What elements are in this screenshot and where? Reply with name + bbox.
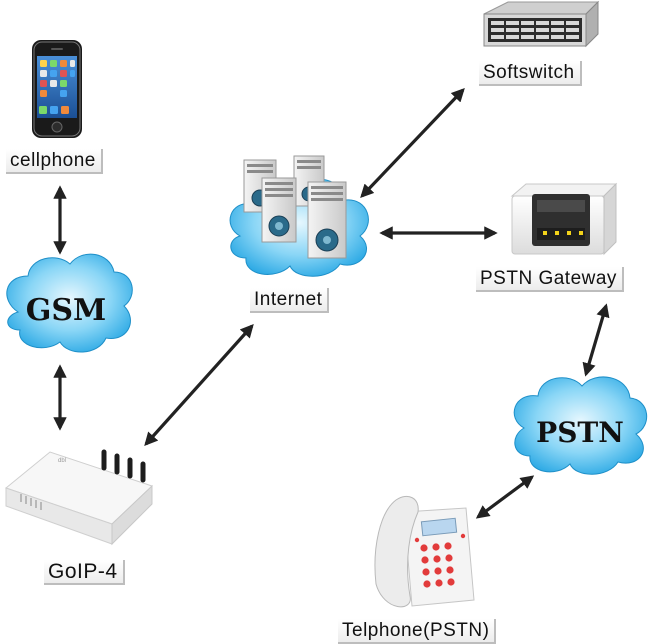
goip-label: GoIP-4 xyxy=(44,560,125,585)
goip-brand-mark: dbl xyxy=(58,458,66,464)
softswitch-label: Softswitch xyxy=(479,61,582,86)
telephone-icon xyxy=(374,496,475,608)
pstn-label: PSTN xyxy=(536,416,624,449)
gsm-label: GSM xyxy=(26,293,107,328)
pstn-gateway-icon xyxy=(510,182,618,256)
gsm-cloud: GSM xyxy=(6,253,133,353)
arrow-goip-internet xyxy=(144,324,254,446)
cellphone-label: cellphone xyxy=(6,149,103,174)
telephone-label: Telphone(PSTN) xyxy=(338,619,497,644)
goip-device-icon: dbl xyxy=(4,449,153,546)
arrow-gateway-pstn xyxy=(582,303,610,377)
pstn-cloud: PSTN xyxy=(513,376,648,475)
internet-servers-icon xyxy=(243,155,347,259)
arrow-pstn-telephone xyxy=(475,475,535,519)
internet-label: Internet xyxy=(250,288,330,313)
cellphone-icon xyxy=(32,40,82,138)
softswitch-server-icon xyxy=(483,0,600,48)
arrow-internet-softswitch xyxy=(360,88,465,198)
pstn-gateway-label: PSTN Gateway xyxy=(476,267,624,292)
